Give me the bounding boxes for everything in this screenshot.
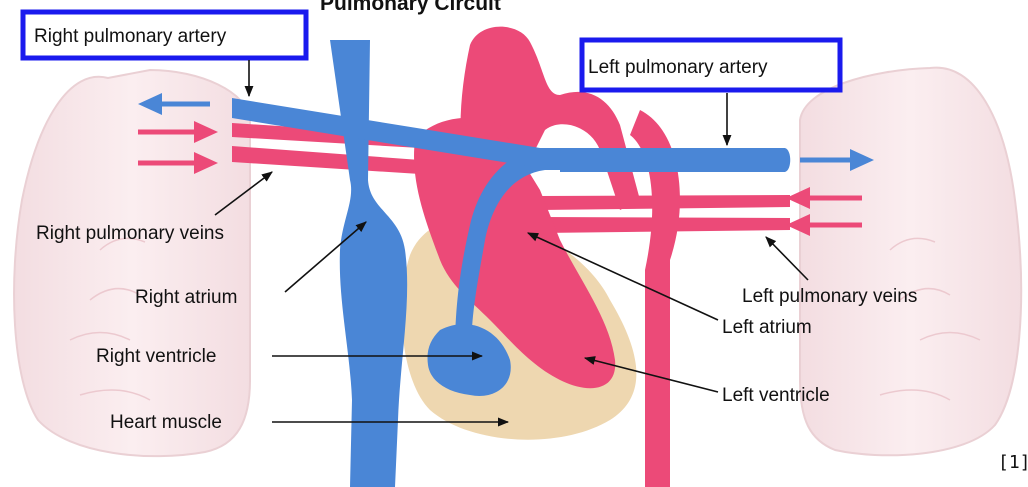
left-lung [800, 68, 1021, 456]
left-pulmonary-artery-vessel [560, 148, 790, 172]
vena-cava [330, 40, 407, 487]
label-left-pulmonary-artery: Left pulmonary artery [588, 57, 768, 78]
right-lung [14, 70, 250, 456]
label-left-atrium: Left atrium [722, 317, 812, 338]
label-right-pulmonary-veins: Right pulmonary veins [36, 223, 224, 244]
reference-marker: [1] [998, 452, 1028, 473]
label-right-ventricle: Right ventricle [96, 346, 216, 367]
label-right-atrium: Right atrium [135, 287, 237, 308]
label-left-ventricle: Left ventricle [722, 385, 830, 406]
label-left-pulmonary-veins: Left pulmonary veins [742, 286, 917, 307]
diagram-title: Pulmonary Circuit [320, 0, 501, 15]
label-heart-muscle: Heart muscle [110, 412, 222, 433]
label-right-pulmonary-artery: Right pulmonary artery [34, 26, 227, 47]
